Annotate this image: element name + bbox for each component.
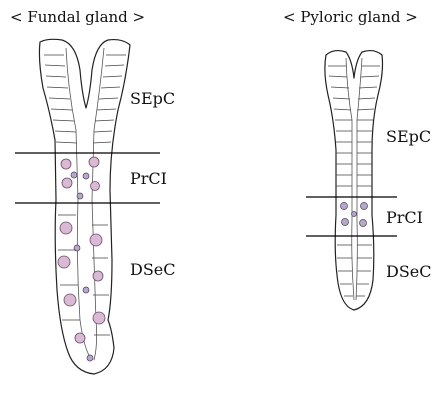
fundal-zone-sepc: SEpC bbox=[130, 89, 175, 108]
pyloric-lumen-left bbox=[346, 58, 354, 300]
fundal-proliferative-cells bbox=[61, 157, 100, 199]
fundal-deep-cells bbox=[58, 215, 110, 361]
pyloric-zone-sepc: SEpC bbox=[386, 127, 431, 146]
pyloric-deep-cells bbox=[337, 245, 372, 296]
fundal-gland: SEpC PrCI DSeC bbox=[15, 39, 176, 374]
fundal-gland-title: < Fundal gland > bbox=[10, 8, 145, 26]
pyloric-lumen-right bbox=[356, 58, 362, 300]
pyloric-proliferative-cells bbox=[341, 203, 368, 227]
pyloric-gland-outline bbox=[325, 51, 383, 310]
pyloric-zone-dsec: DSeC bbox=[386, 262, 432, 281]
pyloric-zone-prci: PrCI bbox=[386, 208, 423, 227]
fundal-zone-prci: PrCI bbox=[130, 169, 167, 188]
fundal-lumen-left bbox=[66, 48, 92, 360]
fundal-zone-dsec: DSeC bbox=[130, 260, 176, 279]
pyloric-gland: SEpC PrCI DSeC bbox=[306, 51, 432, 310]
fundal-gland-outline bbox=[39, 39, 130, 374]
fundal-surface-cells bbox=[44, 55, 126, 143]
pyloric-gland-title: < Pyloric gland > bbox=[283, 8, 418, 26]
